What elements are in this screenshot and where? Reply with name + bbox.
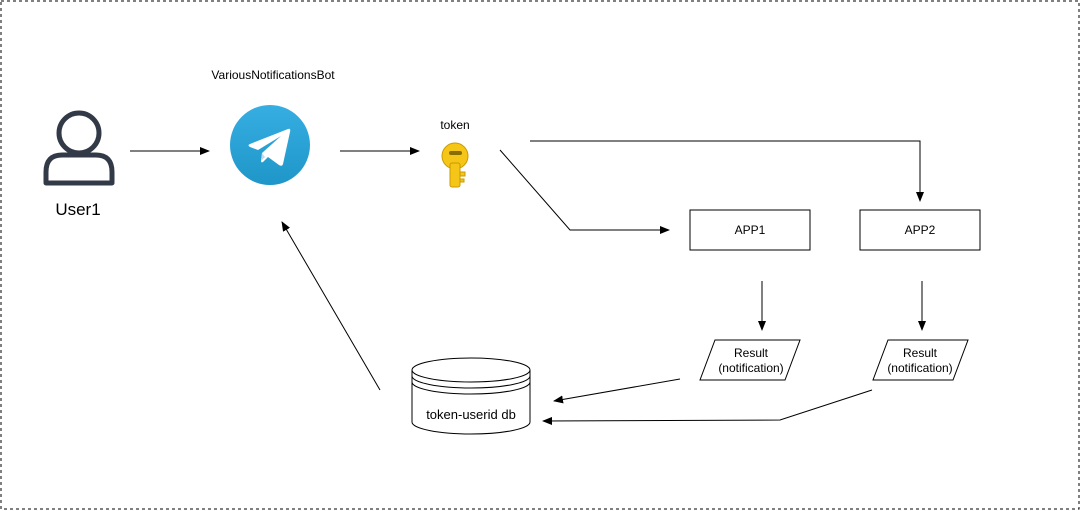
result2-shape [872,339,969,381]
arrow-result1-to-db [553,378,681,404]
result1-shape [699,339,801,381]
result2-label-line1: Result [903,346,938,360]
telegram-icon [230,105,310,185]
bot-label: VariousNotificationsBot [211,68,335,82]
app1-label: APP1 [735,223,766,237]
result2-label-line2: (notification) [887,361,952,375]
db-label: token-userid db [426,407,516,422]
arrow-token-to-app1 [499,149,670,234]
arrow-db-to-bot [281,221,381,391]
user-icon [43,110,115,186]
key-icon [441,142,469,188]
database-icon [411,357,531,435]
result1-label-line1: Result [734,346,769,360]
app2-label: APP2 [905,223,936,237]
token-label: token [440,118,469,132]
arrow-result2-to-db [542,389,873,425]
app1-box [689,209,811,251]
result1-label-line2: (notification) [718,361,783,375]
user-label: User1 [55,200,100,219]
app2-box [859,209,981,251]
arrow-token-to-app2 [530,140,924,202]
